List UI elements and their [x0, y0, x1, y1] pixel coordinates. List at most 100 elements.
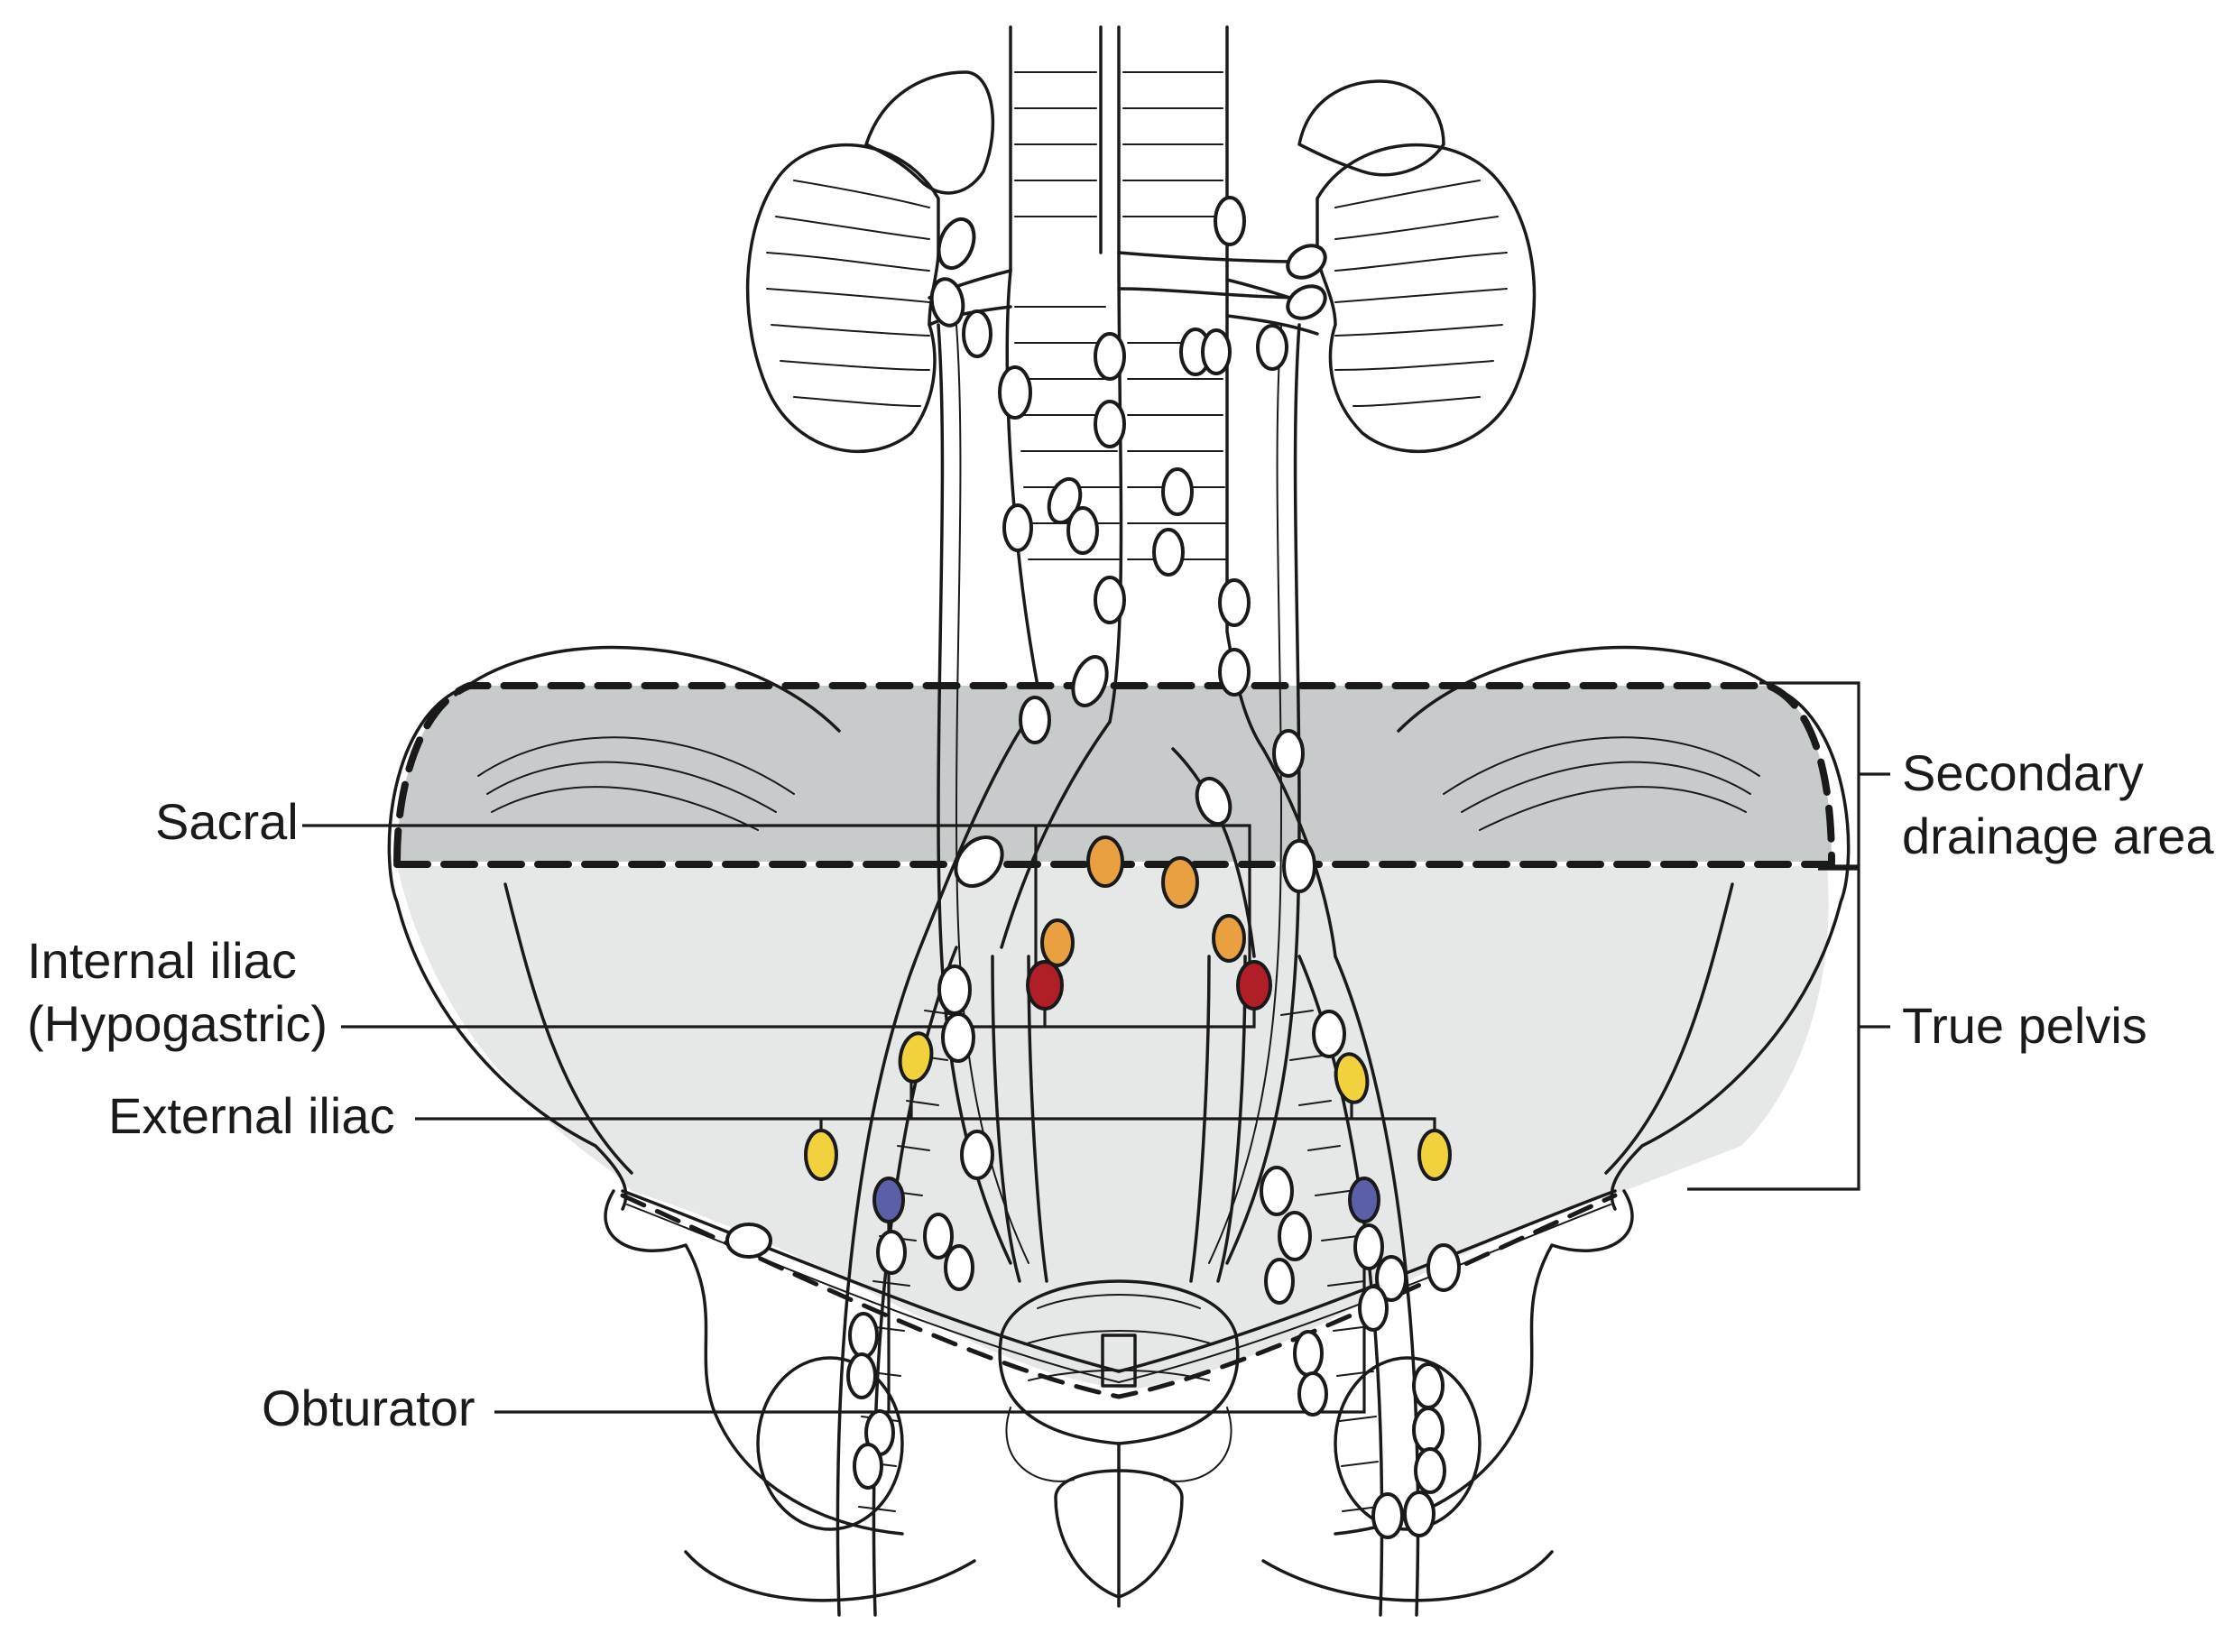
other-lymph-node — [1278, 1211, 1312, 1261]
other-lymph-node — [1214, 196, 1246, 246]
other-lymph-node — [1293, 1330, 1324, 1377]
other-lymph-node — [929, 277, 965, 328]
true-pelvis-bracket — [1687, 867, 1860, 1191]
other-lymph-node — [725, 1223, 772, 1259]
external-iliac-lymph-node — [898, 1031, 934, 1084]
aorta-right-wall — [1225, 25, 1265, 751]
true-pelvis-fill — [397, 866, 1829, 1389]
other-lymph-node — [1412, 1362, 1445, 1409]
other-lymph-node — [1094, 332, 1126, 381]
label-drainage-area: drainage area — [1902, 808, 2214, 864]
sacral-lymph-node — [1161, 856, 1199, 909]
other-lymph-node — [1412, 1407, 1445, 1454]
left-internal-iliac — [991, 955, 1048, 1283]
other-lymph-node — [1260, 1166, 1294, 1216]
label-hypogastric: (Hypogastric) — [27, 995, 328, 1052]
external-iliac-lymph-node — [1417, 1129, 1452, 1181]
pelvic-bones — [387, 645, 1851, 1602]
iliac-vessels — [835, 702, 1420, 1617]
label-true-pelvis: True pelvis — [1902, 997, 2147, 1054]
label-external-iliac: External iliac — [108, 1087, 394, 1144]
other-lymph-node — [1371, 1492, 1404, 1539]
bladder-striations — [1023, 1294, 1214, 1381]
great-vessels — [1005, 25, 1265, 751]
other-lymph-node — [1286, 244, 1327, 280]
other-lymph-node — [1297, 1371, 1328, 1417]
other-lymph-node — [1201, 328, 1232, 375]
other-lymph-node — [944, 1244, 974, 1291]
other-lymph-node — [937, 217, 976, 271]
left-ureter — [937, 323, 1012, 1265]
other-lymph-node — [1312, 1010, 1346, 1058]
other-lymph-node — [923, 1213, 954, 1260]
right-iliac-fossa — [1443, 736, 1760, 831]
seminal-vesicles — [1005, 1407, 1232, 1482]
prostate — [1054, 1469, 1184, 1599]
obturator-lymph-node — [872, 1177, 905, 1223]
other-lymph-node — [848, 1312, 879, 1359]
sacral-leader — [302, 824, 1251, 970]
other-lymph-node — [1282, 839, 1316, 893]
aorta-bifurcation — [1108, 251, 1123, 724]
secondary-area-top-dash — [393, 682, 1835, 865]
true-pelvis-region — [397, 866, 1829, 1389]
left-hip-bone-lower — [604, 1189, 904, 1536]
right-internal-iliac — [1189, 955, 1247, 1283]
other-lymph-node — [1358, 1285, 1389, 1332]
right-kidney — [1315, 143, 1537, 453]
kidneys — [745, 70, 1537, 454]
right-pubic-rami — [1261, 1550, 1554, 1602]
other-lymph-node — [1019, 696, 1051, 744]
bladder-neck — [1101, 1334, 1137, 1388]
left-pubic-rami — [684, 1550, 976, 1602]
secondary-drainage-fill — [397, 686, 1832, 862]
other-lymph-node — [1264, 1258, 1295, 1305]
other-lymph-node — [1286, 284, 1327, 320]
region-brackets — [1687, 681, 1890, 1191]
sacral-lymph-node — [1040, 918, 1075, 967]
left-inguinal-ligament — [621, 1189, 1121, 1373]
right-hip-bone-lower — [1334, 1189, 1634, 1536]
right-ureter-inner — [1208, 324, 1282, 1264]
other-lymph-node — [846, 1352, 877, 1399]
other-lymph-node — [1071, 655, 1109, 707]
other-lymph-node — [941, 1012, 975, 1063]
other-lymph-node — [1094, 576, 1126, 624]
other-lymph-node — [1218, 578, 1251, 627]
other-lymph-node — [853, 1443, 883, 1490]
obturator-lymph-node — [1348, 1177, 1380, 1223]
other-lymph-node — [954, 835, 1004, 888]
left-adrenal — [864, 70, 995, 195]
labels: Sacral Internal iliac (Hypogastric) Exte… — [27, 744, 2214, 1436]
internal-iliac-lymph-node — [1026, 960, 1064, 1011]
other-lymph-node — [1353, 1223, 1384, 1270]
other-lymph-node — [998, 365, 1032, 420]
left-kidney-lobes — [766, 180, 930, 407]
label-sacral: Sacral — [155, 793, 299, 850]
left-obturator-foramen — [756, 1356, 904, 1531]
left-kidney — [745, 143, 940, 454]
label-internal-iliac: Internal iliac — [27, 932, 297, 989]
right-kidney-lobes — [1334, 180, 1508, 407]
other-lymph-node — [876, 1230, 907, 1275]
other-lymph-node — [1272, 729, 1305, 778]
right-iliac-crest — [1397, 645, 1784, 733]
other-lymph-node — [1152, 528, 1185, 577]
left-inguinal-ligament-inner — [626, 1204, 1120, 1383]
other-lymph-node — [1002, 503, 1033, 552]
lymph-nodes — [725, 196, 1461, 1539]
left-iliac-wing — [387, 684, 628, 1211]
left-iliac-fossa — [477, 736, 795, 831]
ivc-left-wall — [1005, 25, 1039, 688]
other-lymph-node — [1414, 1447, 1446, 1494]
right-iliac-wing — [1610, 684, 1851, 1211]
other-lymph-node — [1375, 1255, 1408, 1302]
label-secondary: Secondary — [1902, 744, 2144, 801]
left-pelvic-brim — [503, 882, 633, 1175]
other-lymph-node — [1218, 648, 1251, 697]
sacral-lymph-node — [1086, 835, 1124, 888]
other-lymph-node — [1195, 776, 1232, 826]
other-lymph-node — [1094, 400, 1126, 448]
other-lymph-node — [1256, 324, 1288, 371]
